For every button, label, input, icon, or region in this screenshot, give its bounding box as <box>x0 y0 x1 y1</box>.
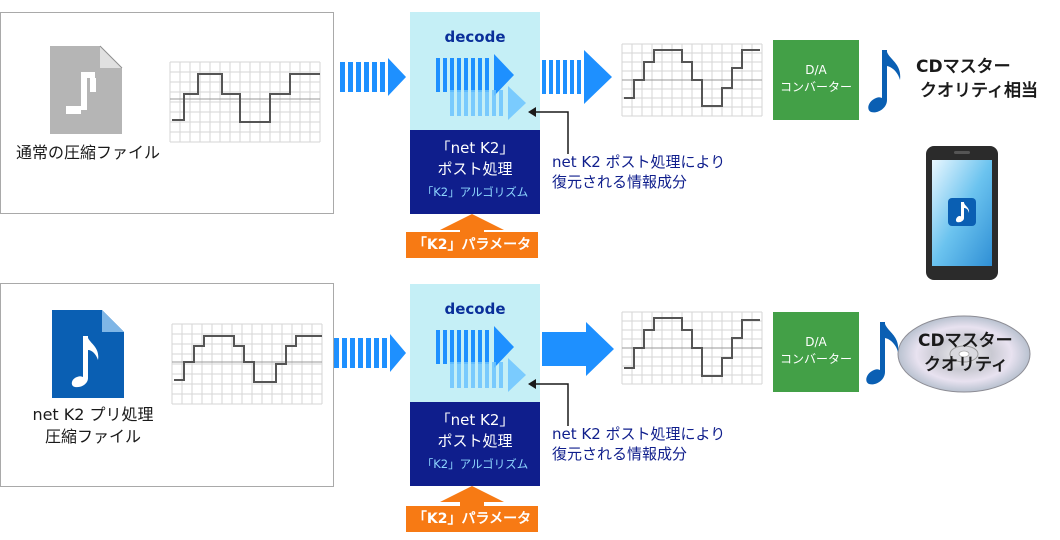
da-label-line1-2: D/A <box>805 335 827 349</box>
decode-block: decode <box>410 12 540 130</box>
post-processing-block: 「net K2」 ポスト処理 「K2」アルゴリズム <box>410 130 540 214</box>
quality-label-line2: クオリティ相当 <box>920 81 1038 101</box>
note-line1: net K2 ポスト処理により <box>552 153 726 171</box>
note-line2: 復元される情報成分 <box>552 173 688 191</box>
restored-waveform <box>621 43 763 117</box>
note-line1-2: net K2 ポスト処理により <box>552 425 726 443</box>
post-title-line1: 「net K2」 <box>435 139 515 157</box>
decode-block-2: decode <box>410 284 540 402</box>
quality-label-line1-2: CDマスター <box>918 331 1013 351</box>
parameter-arrow-2 <box>440 486 504 506</box>
k2-file-label-line1: net K2 プリ処理 <box>32 405 154 424</box>
quality-label-line1: CDマスター <box>916 57 1011 77</box>
decode-label: decode <box>444 28 506 46</box>
waveform-grid <box>169 61 321 143</box>
music-note-icon-2 <box>866 322 899 385</box>
output-arrow <box>542 50 612 104</box>
da-label-line1: D/A <box>805 63 827 77</box>
document-blue-icon <box>52 310 124 398</box>
document-gray-icon <box>50 45 123 134</box>
note-line2-2: 復元される情報成分 <box>552 445 688 463</box>
decode-striped-arrow-2 <box>436 326 526 392</box>
algorithm-label: 「K2」アルゴリズム <box>421 185 529 199</box>
smartphone-icon <box>926 146 998 280</box>
post-title-line1-2: 「net K2」 <box>435 411 515 429</box>
note-pointer <box>528 107 569 154</box>
da-label-line2-2: コンバーター <box>779 352 852 366</box>
output-arrow-2 <box>542 322 614 376</box>
restored-waveform-2 <box>621 311 763 385</box>
da-converter: D/A コンバーター <box>773 40 859 120</box>
input-arrow <box>340 58 406 96</box>
decode-striped-arrow <box>436 54 526 120</box>
parameter-label-2: 「K2」パラメータ <box>406 506 538 532</box>
algorithm-label-2: 「K2」アルゴリズム <box>421 457 529 471</box>
parameter-arrow <box>440 214 504 234</box>
da-converter-2: D/A コンバーター <box>773 312 859 392</box>
note-pointer-2 <box>528 379 569 426</box>
post-processing-block-2: 「net K2」 ポスト処理 「K2」アルゴリズム <box>410 402 540 486</box>
waveform-grid-2 <box>171 323 323 405</box>
music-note-icon <box>868 50 901 113</box>
post-title-line2: ポスト処理 <box>437 160 513 178</box>
da-label-line2: コンバーター <box>779 80 852 94</box>
input-arrow-2 <box>334 334 406 372</box>
post-title-line2-2: ポスト処理 <box>437 432 513 450</box>
cd-disc-icon <box>897 315 1031 393</box>
k2-file-label-line2: 圧縮ファイル <box>44 427 141 446</box>
decode-label-2: decode <box>444 300 506 318</box>
parameter-label: 「K2」パラメータ <box>406 232 538 258</box>
standard-file-label: 通常の圧縮ファイル <box>15 143 160 162</box>
quality-label-line2-2: クオリティ <box>924 355 1008 375</box>
